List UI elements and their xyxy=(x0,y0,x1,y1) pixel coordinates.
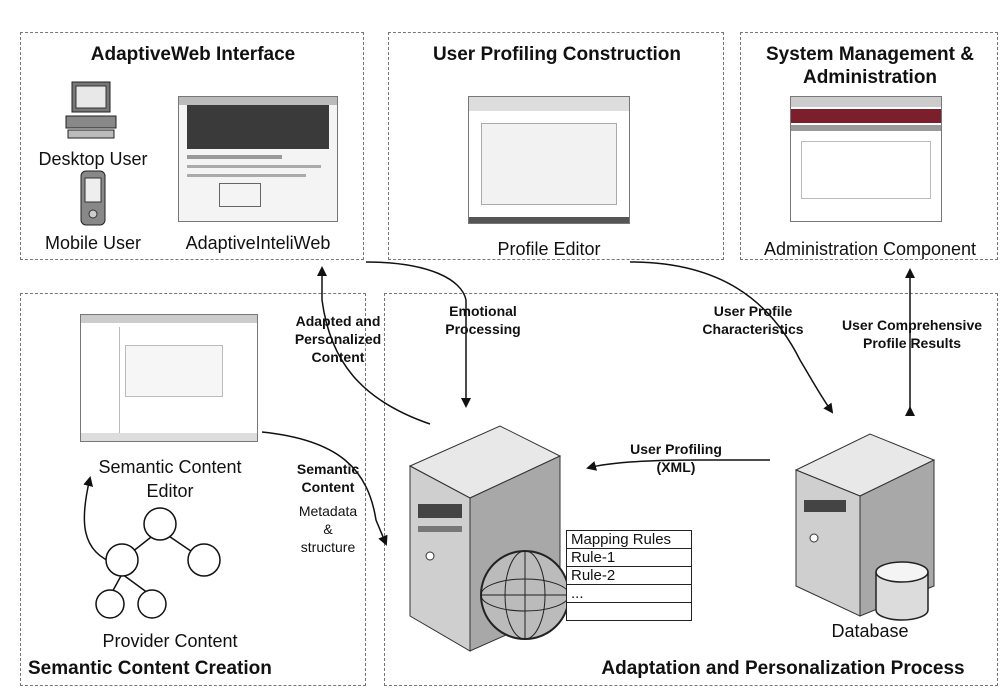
profile-characteristics-label-line1: User Profile xyxy=(713,303,793,319)
comprehensive-results-label-line2: Profile Results xyxy=(862,335,962,351)
mapping-rule-cell: Rule-1 xyxy=(566,548,692,567)
desktop-computer-icon xyxy=(58,78,124,144)
adaptiveweb-interface-panel xyxy=(20,32,364,260)
profiling-xml-label-line2: (XML) xyxy=(656,459,696,475)
metadata-label-line3: structure xyxy=(300,539,356,555)
emotional-processing-label-line2: Processing xyxy=(445,321,521,337)
profile-characteristics-label-line2: Characteristics xyxy=(702,321,804,337)
administration-component-label: Administration Component xyxy=(763,239,977,259)
table-row: Rule-2 xyxy=(566,566,692,585)
profile-characteristics-arrow xyxy=(629,261,834,414)
adaptation-panel-title: Adaptation and Personalization Process xyxy=(601,658,965,679)
screenshot-form xyxy=(481,123,617,205)
screenshot-body xyxy=(801,141,931,199)
mapping-rules-table: Mapping Rules Rule-1 Rule-2 ... xyxy=(566,530,692,621)
screenshot-banner xyxy=(791,109,941,123)
screenshot-content-2 xyxy=(187,165,322,168)
semantic-content-arrow xyxy=(261,431,388,546)
screenshot-header xyxy=(469,97,629,111)
mapping-rule-cell: ... xyxy=(566,584,692,603)
screenshot-content-4 xyxy=(219,183,261,207)
database-cylinder-icon xyxy=(872,560,932,622)
screenshot-nav xyxy=(791,125,941,131)
screenshot-content-3 xyxy=(187,174,306,177)
adaptive-inteliweb-label: AdaptiveInteliWeb xyxy=(185,233,331,253)
semantic-editor-screenshot xyxy=(80,314,258,442)
semantic-content-label-line2: Content xyxy=(301,479,355,495)
table-row: Mapping Rules xyxy=(566,530,692,549)
screenshot-header xyxy=(791,97,941,107)
adapted-content-label-line2: Personalized xyxy=(294,331,382,347)
desktop-user-label: Desktop User xyxy=(38,149,148,169)
mobile-user-label: Mobile User xyxy=(44,233,142,253)
mapping-rules-header: Mapping Rules xyxy=(566,530,692,549)
adaptive-inteliweb-screenshot xyxy=(178,96,338,222)
user-profiling-panel xyxy=(388,32,724,260)
screenshot-menu-bar xyxy=(179,97,337,105)
semantic-editor-label-line2: Editor xyxy=(146,481,194,501)
adapted-content-label-line1: Adapted and xyxy=(295,313,381,329)
profile-editor-label: Profile Editor xyxy=(497,239,601,259)
admin-panel-title-line1: System Management & xyxy=(765,44,974,65)
profiling-xml-label-line1: User Profiling xyxy=(630,441,722,457)
screenshot-toolbar xyxy=(81,315,257,323)
interface-panel-title: AdaptiveWeb Interface xyxy=(90,44,296,65)
database-label: Database xyxy=(831,621,909,641)
screenshot-tree xyxy=(83,327,120,435)
system-management-panel xyxy=(740,32,998,260)
adapted-content-arrow xyxy=(317,266,431,425)
mapping-rule-cell: Rule-2 xyxy=(566,566,692,585)
screenshot-dark-header xyxy=(187,105,329,149)
adapted-content-label-line3: Content xyxy=(311,349,365,365)
profile-editor-screenshot xyxy=(468,96,630,224)
admin-panel-title-line2: Administration xyxy=(802,67,938,88)
provider-content-label: Provider Content xyxy=(102,631,238,651)
emotional-processing-arrow xyxy=(365,261,471,408)
metadata-label-line2: & xyxy=(323,521,333,537)
mobile-device-icon xyxy=(80,170,106,226)
semantic-content-creation-panel xyxy=(20,293,366,686)
profiling-panel-title: User Profiling Construction xyxy=(432,44,682,65)
table-row: ... xyxy=(566,584,692,603)
screenshot-tabs xyxy=(81,433,257,441)
semantic-panel-title: Semantic Content Creation xyxy=(28,658,272,679)
semantic-editor-label-line1: Semantic Content xyxy=(98,457,242,477)
table-row xyxy=(566,602,692,621)
table-row: Rule-1 xyxy=(566,548,692,567)
mapping-rule-cell xyxy=(566,602,692,621)
provider-content-tree xyxy=(95,507,221,619)
semantic-content-label-line1: Semantic xyxy=(296,461,360,477)
screenshot-grid xyxy=(125,345,223,397)
screenshot-footer xyxy=(469,217,629,223)
comprehensive-results-label-line1: User Comprehensive xyxy=(841,317,983,333)
emotional-processing-label-line1: Emotional xyxy=(449,303,517,319)
adaptation-process-panel xyxy=(384,293,998,686)
administration-screenshot xyxy=(790,96,942,222)
screenshot-content xyxy=(187,155,282,159)
profiling-xml-arrow xyxy=(586,459,770,471)
metadata-label-line1: Metadata xyxy=(298,503,358,519)
